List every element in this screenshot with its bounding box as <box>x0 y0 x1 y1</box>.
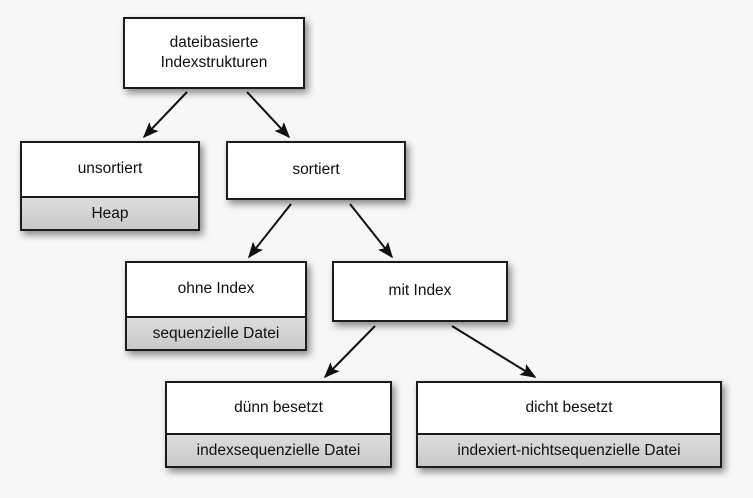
node-root-label: dateibasierte Indexstrukturen <box>125 19 303 87</box>
node-mit-index-label: mit Index <box>334 263 506 320</box>
edge-root-to-sortiert <box>246 91 291 139</box>
node-unsortiert-subtitle: Heap <box>22 198 198 229</box>
edge-root-to-unsortiert <box>142 91 188 139</box>
node-ohne-index-label: ohne Index <box>127 263 305 318</box>
node-dicht-besetzt-subtitle: indexiert-nichtsequenzielle Datei <box>418 435 720 466</box>
edge-sortiert-to-mit-index <box>349 203 393 259</box>
edge-mit-index-to-duenn <box>323 325 376 379</box>
node-unsortiert-label: unsortiert <box>22 143 198 198</box>
node-root[interactable]: dateibasierte Indexstrukturen <box>123 17 305 89</box>
node-ohne-index-subtitle: sequenzielle Datei <box>127 318 305 349</box>
node-dicht-besetzt-label: dicht besetzt <box>418 383 720 435</box>
edge-mit-index-to-dicht <box>451 325 537 378</box>
node-duenn-besetzt-label: dünn besetzt <box>167 383 390 435</box>
node-mit-index[interactable]: mit Index <box>332 261 508 322</box>
edge-sortiert-to-ohne-index <box>248 203 292 259</box>
node-sortiert-label: sortiert <box>228 143 404 198</box>
node-duenn-besetzt-subtitle: indexsequenzielle Datei <box>167 435 390 466</box>
node-sortiert[interactable]: sortiert <box>226 141 406 200</box>
